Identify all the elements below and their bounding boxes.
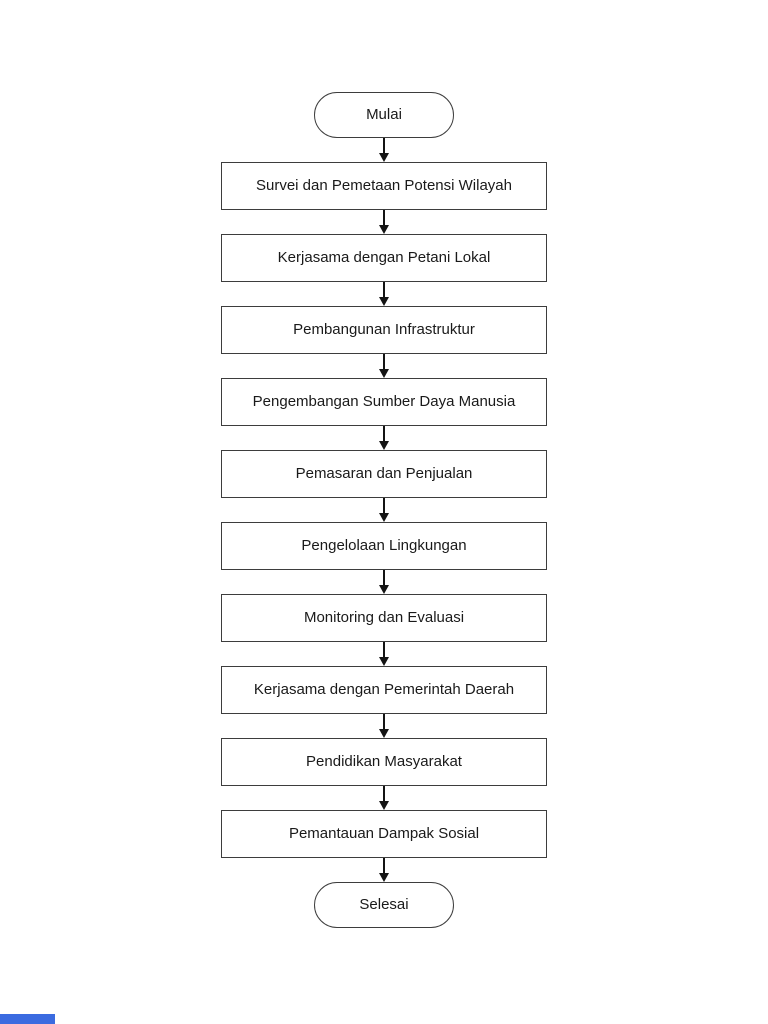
process-box: Pembangunan Infrastruktur [221, 306, 547, 354]
process-box: Kerjasama dengan Petani Lokal [221, 234, 547, 282]
flow-step: Pengembangan Sumber Daya Manusia [221, 354, 547, 426]
flow-arrow [379, 570, 389, 594]
flow-arrow [379, 210, 389, 234]
process-box-label: Pemasaran dan Penjualan [295, 464, 473, 482]
flow-arrow [379, 282, 389, 306]
process-box: Pengelolaan Lingkungan [221, 522, 547, 570]
footer-accent-bar [0, 1014, 55, 1024]
flow-step: Kerjasama dengan Pemerintah Daerah [221, 642, 547, 714]
process-box: Survei dan Pemetaan Potensi Wilayah [221, 162, 547, 210]
arrow-line [383, 426, 385, 441]
process-box-label: Pemantauan Dampak Sosial [288, 824, 480, 842]
arrow-line [383, 138, 385, 153]
arrow-line [383, 642, 385, 657]
process-box-label: Kerjasama dengan Pemerintah Daerah [253, 680, 515, 698]
process-box: Pendidikan Masyarakat [221, 738, 547, 786]
flow-step: Pengelolaan Lingkungan [221, 498, 547, 570]
flow-step: Monitoring dan Evaluasi [221, 570, 547, 642]
flow-arrow [379, 498, 389, 522]
process-box-label: Pengembangan Sumber Daya Manusia [252, 392, 516, 410]
arrow-line [383, 570, 385, 585]
start-node-label: Mulai [366, 105, 402, 123]
flow-arrow [379, 426, 389, 450]
flow-arrow [379, 786, 389, 810]
arrowhead-down-icon [379, 225, 389, 234]
process-box: Pemasaran dan Penjualan [221, 450, 547, 498]
arrowhead-down-icon [379, 873, 389, 882]
flow-step: Survei dan Pemetaan Potensi Wilayah [221, 138, 547, 210]
arrowhead-down-icon [379, 585, 389, 594]
process-box-label: Monitoring dan Evaluasi [303, 608, 465, 626]
flow-arrow [379, 138, 389, 162]
arrow-line [383, 858, 385, 873]
flow-step: Pemasaran dan Penjualan [221, 426, 547, 498]
process-box-label: Kerjasama dengan Petani Lokal [277, 248, 491, 266]
arrowhead-down-icon [379, 801, 389, 810]
flow-step: Pemantauan Dampak Sosial [221, 786, 547, 858]
arrowhead-down-icon [379, 369, 389, 378]
arrow-line [383, 714, 385, 729]
process-box-label: Pengelolaan Lingkungan [301, 536, 467, 554]
arrow-line [383, 354, 385, 369]
process-box: Pemantauan Dampak Sosial [221, 810, 547, 858]
arrow-line [383, 498, 385, 513]
process-box: Pengembangan Sumber Daya Manusia [221, 378, 547, 426]
flow-arrow [379, 858, 389, 882]
flow-step: Pembangunan Infrastruktur [221, 282, 547, 354]
process-box-label: Survei dan Pemetaan Potensi Wilayah [256, 176, 512, 194]
end-node: Selesai [314, 882, 454, 928]
arrow-line [383, 210, 385, 225]
process-box-label: Pembangunan Infrastruktur [293, 320, 475, 338]
flow-arrow [379, 642, 389, 666]
arrowhead-down-icon [379, 657, 389, 666]
arrowhead-down-icon [379, 441, 389, 450]
process-box: Monitoring dan Evaluasi [221, 594, 547, 642]
flow-arrow [379, 354, 389, 378]
process-box: Kerjasama dengan Pemerintah Daerah [221, 666, 547, 714]
arrowhead-down-icon [379, 729, 389, 738]
start-node: Mulai [314, 92, 454, 138]
arrowhead-down-icon [379, 297, 389, 306]
process-box-label: Pendidikan Masyarakat [306, 752, 462, 770]
arrow-line [383, 786, 385, 801]
process-steps: Survei dan Pemetaan Potensi Wilayah Kerj… [221, 138, 547, 858]
flow-step: Pendidikan Masyarakat [221, 714, 547, 786]
flow-arrow [379, 714, 389, 738]
arrow-line [383, 282, 385, 297]
arrowhead-down-icon [379, 153, 389, 162]
arrowhead-down-icon [379, 513, 389, 522]
flowchart: Mulai Survei dan Pemetaan Potensi Wilaya… [0, 92, 768, 928]
flow-step: Kerjasama dengan Petani Lokal [221, 210, 547, 282]
end-node-label: Selesai [359, 895, 409, 913]
